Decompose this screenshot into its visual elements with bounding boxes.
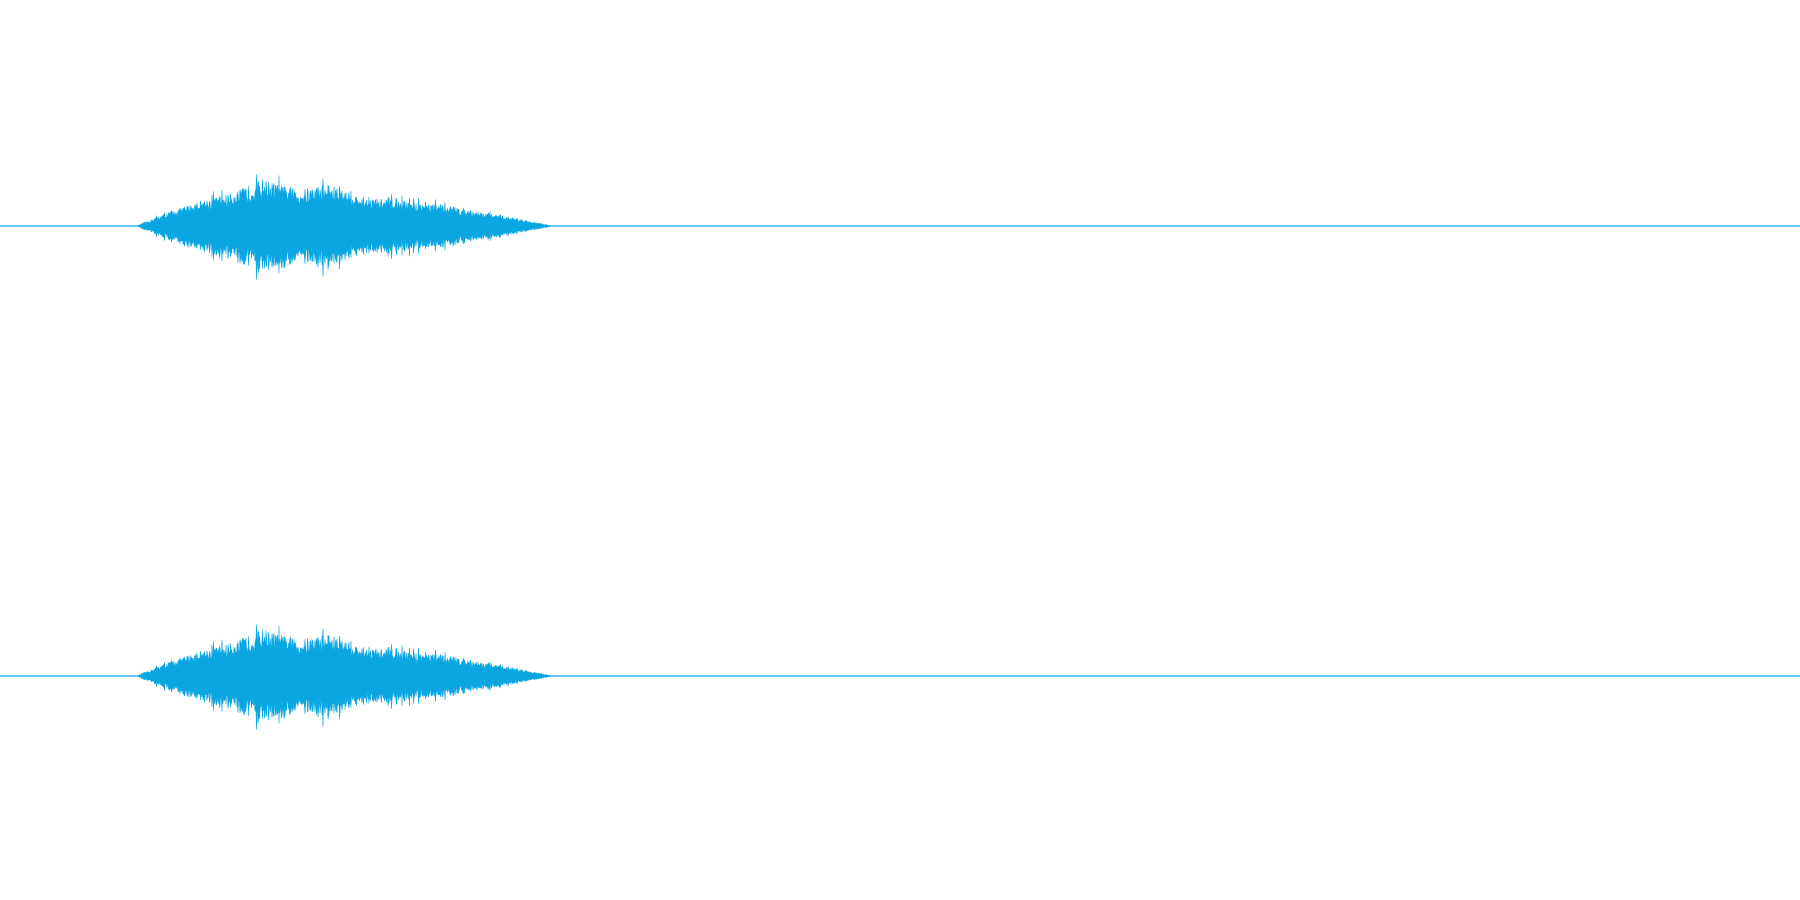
channel-1-waveform-body bbox=[136, 174, 553, 280]
waveform-channel-right bbox=[0, 624, 1800, 730]
waveform-channel-left bbox=[0, 174, 1800, 280]
channel-2-waveform-body bbox=[136, 624, 553, 730]
channel-1-sound-burst bbox=[136, 174, 553, 280]
channel-2-sound-burst bbox=[136, 624, 553, 730]
